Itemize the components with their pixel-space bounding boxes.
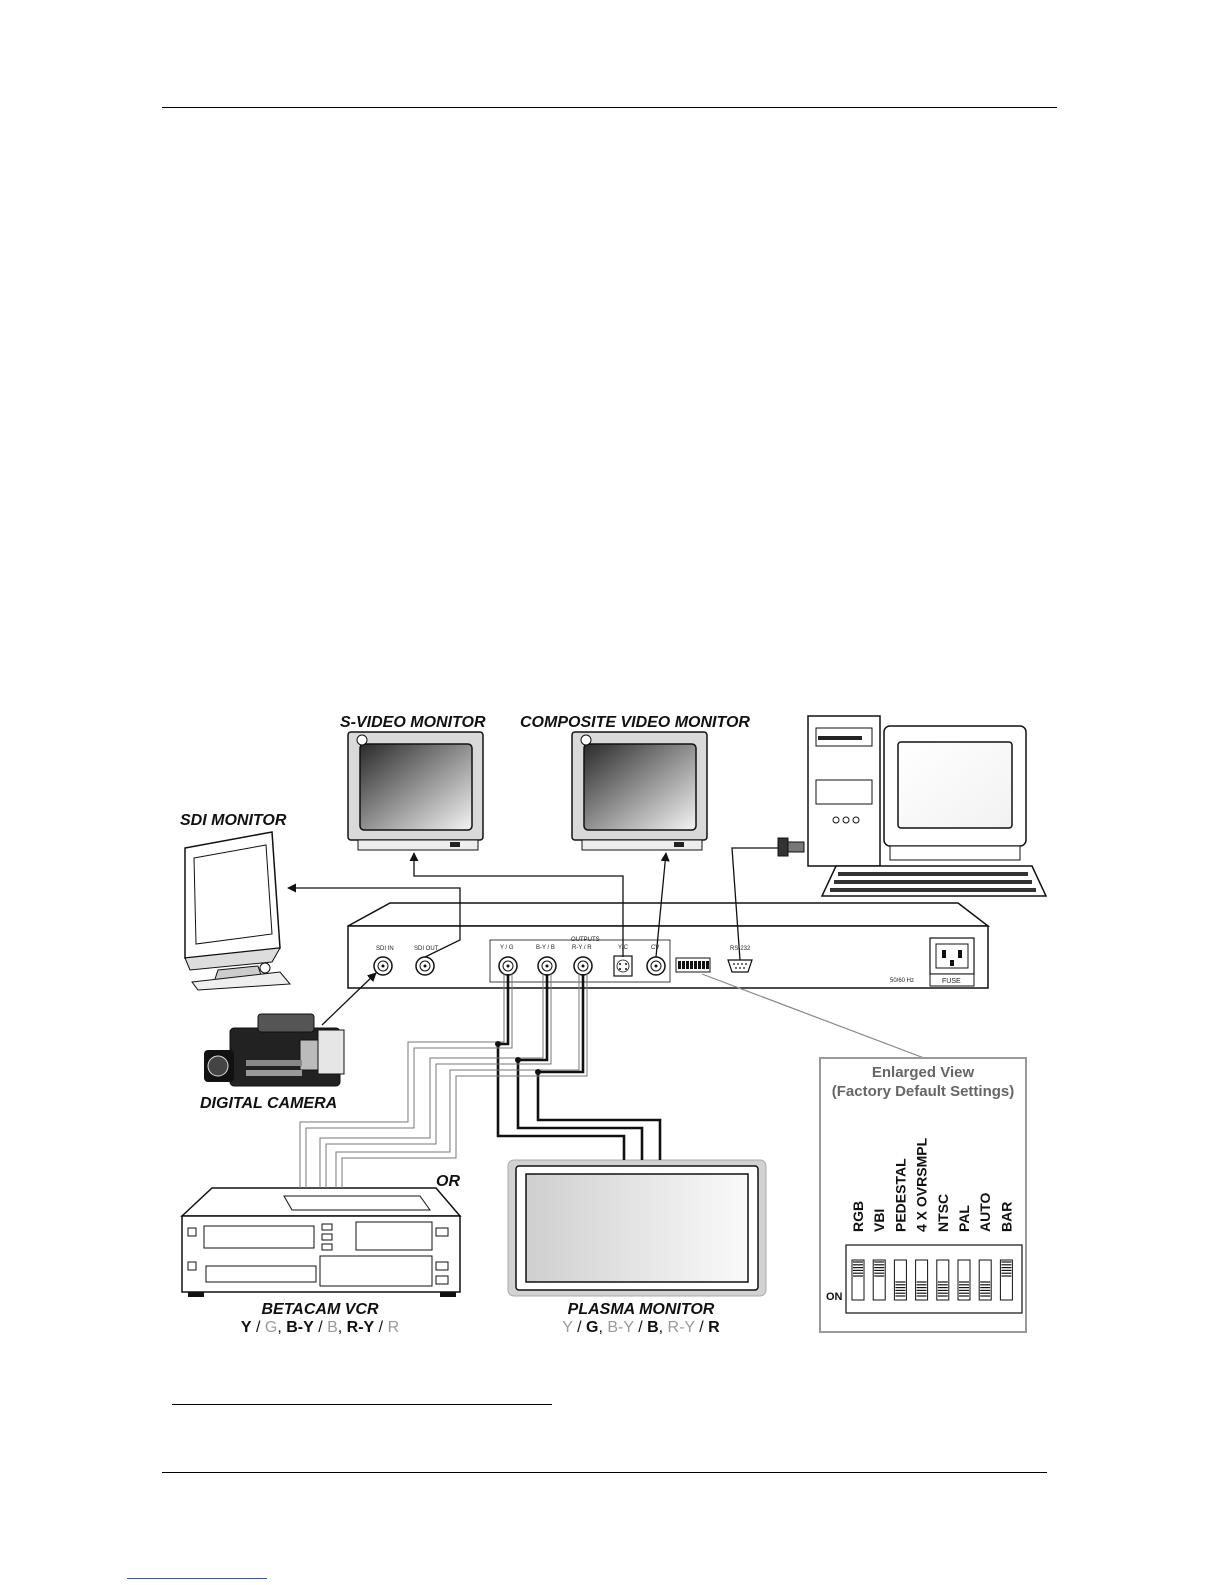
dip-switch[interactable] [957,1259,971,1301]
svideo-monitor [347,731,484,851]
rs232-connector [727,959,753,973]
signal-segment: , [277,1319,286,1336]
dip-switch[interactable] [915,1259,929,1301]
signal-segment: / [634,1319,647,1336]
switch-label: 4 X OVRSMPL [914,1137,930,1232]
signal-segment: R-Y [347,1319,375,1336]
enlarged-view: Enlarged View (Factory Default Settings)… [819,1057,1027,1333]
pc-computer [777,715,1048,897]
yc-connector [613,955,633,977]
betacam-vcr-label: BETACAM VCR [261,1301,378,1318]
wire-cv [655,852,670,958]
signal-segment: G [586,1319,598,1336]
signal-segment: R [388,1319,400,1336]
dip-switch[interactable] [851,1259,865,1301]
signal-segment: / [314,1319,327,1336]
switch-label: RGB [850,1201,866,1232]
wire-yc [409,852,624,957]
wire-rs232 [731,847,778,961]
dip-switch[interactable] [978,1259,992,1301]
signal-segment: , [598,1319,607,1336]
signal-segment: / [695,1319,708,1336]
signal-segment: G [265,1319,277,1336]
wires-plasma [496,974,662,1160]
signal-segment: B [647,1319,659,1336]
yg-label: Y / G [500,945,514,951]
digital-camera-label: DIGITAL CAMERA [200,1095,337,1112]
cv-connector [646,956,666,976]
signal-segment: / [374,1319,387,1336]
wires-vcr [299,974,588,1188]
dip-switch[interactable] [936,1259,950,1301]
signal-segment: , [338,1319,347,1336]
byb-connector [537,956,557,976]
dip-switch[interactable] [872,1259,886,1301]
signal-segment: B-Y [286,1319,314,1336]
composite-monitor [571,731,708,851]
dip-switch-block [675,957,711,973]
dip-switches: RGB VBI PEDESTAL 4 X OVRSMPL NTSC PAL AUTO BAR [850,1137,1014,1301]
plasma-monitor [507,1159,767,1297]
sdi-monitor [184,831,292,991]
signal-segment: , [659,1319,668,1336]
sdi-out-label: SDI OUT [414,946,439,952]
power-inlet [929,937,975,987]
svideo-monitor-label: S-VIDEO MONITOR [340,714,486,731]
signal-segment: Y [241,1319,252,1336]
signal-segment: / [573,1319,586,1336]
footnote-rule [172,1404,552,1405]
signal-segment: B-Y [607,1319,634,1336]
switch-label: VBI [871,1209,887,1232]
or-label: OR [436,1173,460,1190]
on-label: ON [826,1291,843,1303]
outputs-label: OUTPUTS [571,937,600,943]
cv-label: CV [651,945,659,951]
sdi-out-connector [415,956,435,976]
switch-label: NTSC [935,1194,951,1232]
signal-segment: R [708,1319,720,1336]
fuse-label: FUSE [942,978,961,985]
signal-segment: B [327,1319,338,1336]
plasma-signals: Y / G, B-Y / B, R-Y / R [562,1319,720,1336]
composite-monitor-label: COMPOSITE VIDEO MONITOR [520,714,750,731]
ryr-connector [573,956,593,976]
footer-rule [162,1472,1047,1473]
betacam-vcr [180,1187,462,1297]
digital-camera [204,1013,345,1087]
wire-sdi-out [287,883,461,958]
sdi-in-connector [373,956,393,976]
yg-connector [498,956,518,976]
byb-label: B-Y / B [536,945,555,951]
dip-switch[interactable] [999,1259,1013,1301]
bottom-link-underline [127,1578,267,1579]
plasma-monitor-label: PLASMA MONITOR [568,1301,715,1318]
signal-segment: / [252,1319,265,1336]
dip-switch[interactable] [893,1259,907,1301]
enlarged-view-title: Enlarged View [872,1064,975,1081]
ryr-label: R-Y / R [572,945,592,951]
switch-label: AUTO [977,1192,993,1232]
wire-camera-sdi [321,972,377,1026]
switch-label: BAR [998,1202,1014,1232]
betacam-signals: Y / G, B-Y / B, R-Y / R [241,1319,399,1336]
signal-segment: R-Y [668,1319,696,1336]
wire-enlarged-pointer [701,973,925,1059]
sdi-monitor-label: SDI MONITOR [180,812,287,829]
switch-label: PAL [956,1205,972,1232]
switch-label: PEDESTAL [892,1158,908,1232]
connection-wires [287,847,925,1188]
rs232-label: RS-232 [730,946,751,952]
enlarged-view-subtitle: (Factory Default Settings) [832,1083,1015,1100]
sdi-in-label: SDI IN [376,946,394,952]
header-rule [162,107,1057,108]
signal-segment: Y [562,1319,573,1336]
rear-panel: SDI IN SDI OUT OUTPUTS Y / G B-Y / B R-Y… [347,902,991,989]
hz-label: 50/60 Hz [890,978,914,984]
